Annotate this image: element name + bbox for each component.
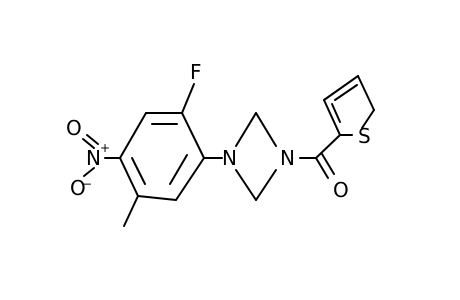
bond bbox=[175, 157, 205, 201]
bond-carbonyl-o-double bbox=[321, 153, 335, 175]
bond bbox=[235, 112, 257, 147]
bond-methyl bbox=[123, 195, 139, 227]
piperazine-ring bbox=[235, 112, 277, 201]
bond bbox=[255, 112, 277, 147]
bond bbox=[119, 157, 139, 197]
bond bbox=[119, 112, 147, 159]
piperazine-n4-label: N bbox=[280, 146, 295, 170]
bond bbox=[255, 169, 277, 201]
bond-nitro-o-top-double bbox=[86, 134, 99, 145]
bond bbox=[357, 75, 375, 111]
bond-nitro-o-top bbox=[82, 138, 95, 149]
nitro-oxygen-top-label: O bbox=[66, 116, 82, 140]
bond bbox=[235, 169, 257, 201]
nitro-nitrogen-label: N bbox=[86, 146, 101, 170]
bond bbox=[323, 99, 341, 136]
bond-to-fluorine bbox=[181, 83, 195, 114]
bond bbox=[361, 109, 375, 129]
bond bbox=[137, 195, 177, 201]
nitro-minus-charge: − bbox=[82, 177, 92, 191]
benzene-ring bbox=[119, 112, 205, 201]
bond bbox=[323, 75, 359, 101]
double-bond-inner bbox=[169, 154, 188, 185]
carbonyl-oxygen-label: O bbox=[333, 178, 349, 202]
thiophene-sulfur-label: S bbox=[358, 124, 371, 148]
thiophene-ring bbox=[323, 75, 375, 136]
bond bbox=[181, 112, 205, 159]
double-bond-inner bbox=[331, 103, 341, 123]
nitro-oxygen-bottom-label: O bbox=[70, 176, 86, 200]
bond-nitro-o-bottom bbox=[83, 167, 95, 177]
piperazine-n1-label: N bbox=[222, 146, 237, 170]
bond-carbonyl-to-thiophene bbox=[315, 134, 341, 159]
fluorine-label: F bbox=[190, 60, 202, 84]
bond-carbonyl-o bbox=[315, 157, 329, 179]
nitro-plus-charge: + bbox=[100, 141, 110, 155]
double-bond-inner bbox=[131, 157, 146, 185]
double-bond-inner bbox=[334, 84, 358, 101]
